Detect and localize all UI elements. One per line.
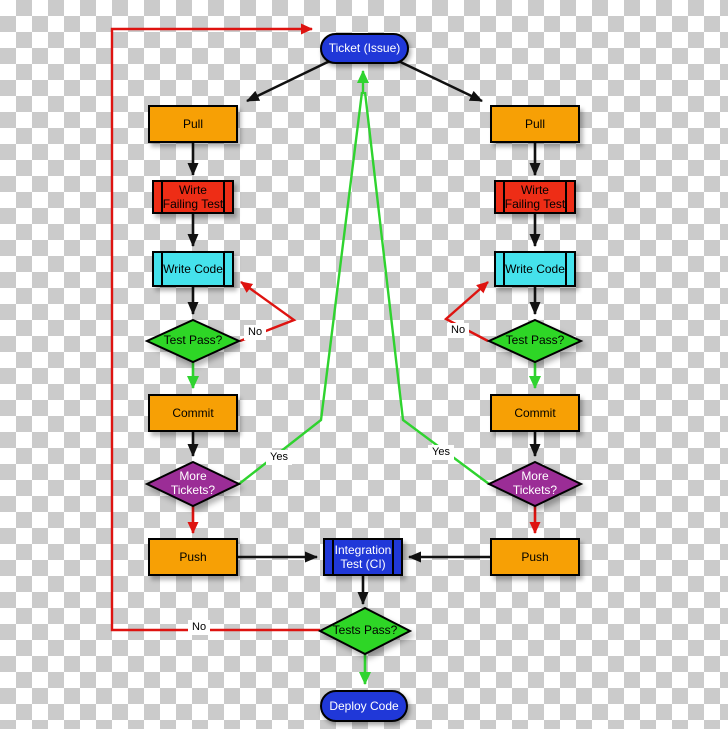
diamond-test-pass-left xyxy=(144,318,242,364)
node-push-left: Push xyxy=(148,538,238,576)
node-pull-left: Pull xyxy=(148,105,238,143)
edge-label-no-bottom: No xyxy=(188,620,211,635)
diamond-more-tickets-right xyxy=(486,460,584,508)
edge-label-yes-left: Yes xyxy=(266,450,292,465)
node-push-right: Push xyxy=(490,538,580,576)
node-write-code-right: Write Code xyxy=(494,251,576,287)
edge-ticket-to-pull-left xyxy=(246,56,337,103)
node-write-failing-test-left: Wirte Failing Test xyxy=(152,180,234,214)
edge-ticket-to-pull-right xyxy=(391,56,483,103)
node-ticket: Ticket (Issue) xyxy=(320,33,409,64)
edge-label-yes-right: Yes xyxy=(428,445,454,460)
node-commit-right: Commit xyxy=(490,394,580,432)
node-write-failing-test-right: Wirte Failing Test xyxy=(494,180,576,214)
node-integration-test: Integration Test (CI) xyxy=(323,538,403,576)
edge-more-tickets-right-yes-to-ticket xyxy=(363,91,490,485)
edge-tests-pass-no-to-ticket xyxy=(110,23,320,632)
edge-test-pass-right-no-to-write-code-right xyxy=(443,281,489,343)
edge-more-tickets-left-yes-to-ticket xyxy=(238,91,364,485)
diamond-tests-pass xyxy=(317,606,413,656)
diamond-more-tickets-left xyxy=(144,460,242,508)
node-pull-right: Pull xyxy=(490,105,580,143)
edge-label-no-right: No xyxy=(447,323,470,338)
node-deploy-code: Deploy Code xyxy=(320,690,408,722)
node-commit-left: Commit xyxy=(148,394,238,432)
node-write-code-left: Write Code xyxy=(152,251,234,287)
edge-label-no-left: No xyxy=(244,325,267,340)
diamond-test-pass-right xyxy=(486,318,584,364)
